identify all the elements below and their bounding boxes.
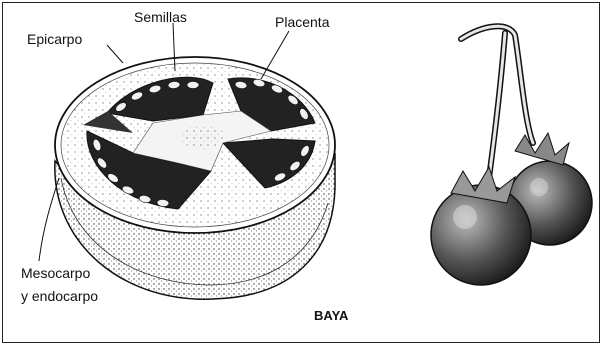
caption-baya: BAYA [314,309,348,322]
tomato-cross-section [55,57,335,299]
leader-epicarpo [107,45,123,63]
berries-on-stem [431,26,592,285]
berry-diagram: Semillas Placenta Epicarpo Mesocarpo y e… [2,2,600,343]
leader-mesocarpo [39,178,59,261]
berry-front [431,185,531,285]
calyx-back [515,133,569,165]
label-placenta: Placenta [275,15,329,29]
label-epicarpo: Epicarpo [27,32,82,46]
label-mesocarpo: Mesocarpo [21,266,90,280]
stem-left-highlight [489,33,505,178]
berry-front-highlight [453,205,477,229]
placenta-core [181,125,225,149]
label-semillas: Semillas [134,10,187,24]
berry-back-highlight [530,178,548,196]
label-endocarpo: y endocarpo [21,289,98,303]
